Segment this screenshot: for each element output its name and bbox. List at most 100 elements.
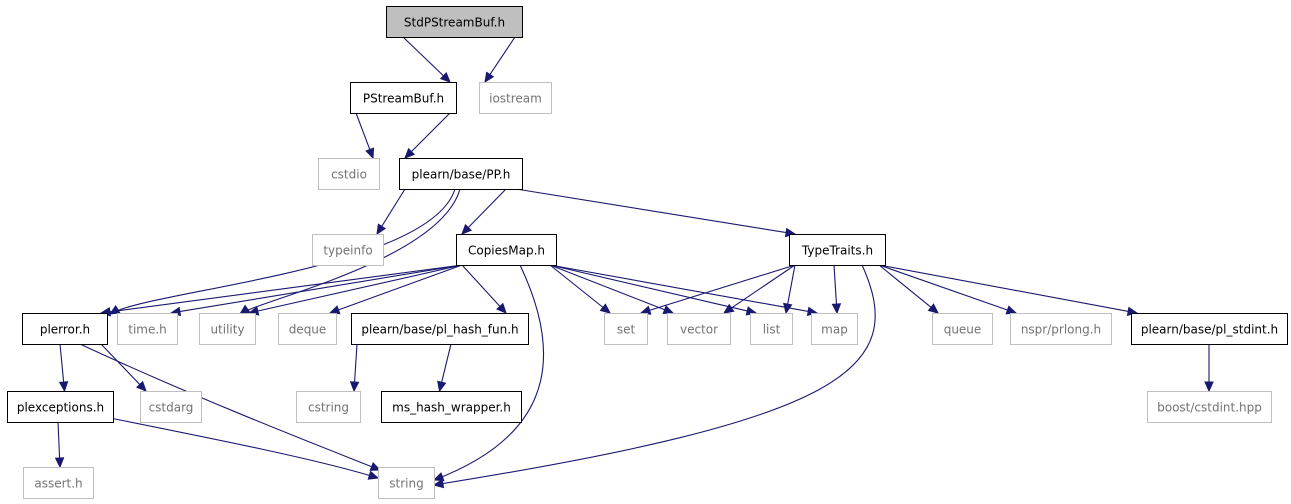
node-cstdint[interactable]: boost/cstdint.hpp [1147, 391, 1272, 423]
node-box [789, 234, 886, 266]
node-label: string [389, 477, 423, 491]
node-label: queue [944, 323, 982, 337]
node-vector[interactable]: vector [667, 313, 731, 345]
node-box [117, 313, 178, 345]
node-box [199, 313, 256, 345]
edges-layer [54, 36, 1214, 489]
node-box [667, 313, 731, 345]
node-label: cstring [308, 401, 349, 415]
node-label: plexceptions.h [17, 401, 104, 415]
node-label: time.h [128, 323, 167, 337]
edge-pp-to-typeinfo [376, 188, 406, 236]
node-label: utility [210, 323, 244, 337]
node-label: assert.h [34, 477, 82, 491]
node-hashfun[interactable]: plearn/base/pl_hash_fun.h [351, 313, 529, 345]
edge-plerror-to-string [79, 343, 382, 471]
node-box [351, 313, 529, 345]
edge-stdpstreambuf-to-iostream [484, 36, 516, 84]
node-list[interactable]: list [750, 313, 793, 345]
node-pp[interactable]: plearn/base/PP.h [399, 158, 523, 190]
node-plerror[interactable]: plerror.h [22, 313, 108, 345]
edge-pp-to-typetraits [515, 188, 797, 238]
node-box [479, 82, 552, 114]
node-box [381, 391, 522, 423]
edge-plerror-to-plexceptions [58, 343, 69, 393]
node-box [932, 313, 993, 345]
edge-hashfun-to-mshash [437, 343, 452, 393]
node-box [318, 158, 380, 190]
node-box [378, 467, 435, 499]
node-box [278, 313, 337, 345]
node-label: plearn/base/PP.h [412, 168, 511, 182]
edge-stdint-to-cstdint [1204, 344, 1214, 393]
node-utility[interactable]: utility [199, 313, 256, 345]
edge-pstreambuf-to-pp [404, 112, 451, 159]
node-box [604, 313, 648, 345]
node-assert[interactable]: assert.h [23, 467, 94, 499]
node-box [22, 313, 108, 345]
node-label: PStreamBuf.h [363, 92, 444, 106]
node-cstring[interactable]: cstring [296, 391, 361, 423]
node-typetraits[interactable]: TypeTraits.h [789, 234, 886, 266]
node-label: boost/cstdint.hpp [1157, 401, 1262, 415]
node-queue[interactable]: queue [932, 313, 993, 345]
node-box [1010, 313, 1112, 345]
node-label: list [763, 323, 781, 337]
node-box [811, 313, 858, 345]
node-box [456, 234, 557, 266]
node-cstdarg[interactable]: cstdarg [140, 391, 202, 423]
node-prlong[interactable]: nspr/prlong.h [1010, 313, 1112, 345]
edge-pp-to-copiesmap [461, 188, 507, 235]
node-label: plearn/base/pl_hash_fun.h [361, 323, 518, 337]
edge-plerror-to-cstdarg [100, 343, 147, 392]
node-plexceptions[interactable]: plexceptions.h [7, 391, 114, 423]
node-box [399, 158, 523, 190]
node-deque[interactable]: deque [278, 313, 337, 345]
node-pstreambuf[interactable]: PStreamBuf.h [350, 82, 457, 114]
node-stdint[interactable]: plearn/base/pl_stdint.h [1131, 313, 1288, 345]
edge-stdpstreambuf-to-pstreambuf [402, 36, 451, 83]
node-label: typeinfo [323, 244, 372, 258]
node-label: cstdarg [149, 401, 194, 415]
edge-copiesmap-to-string [432, 264, 545, 482]
edge-typetraits-to-vector [722, 264, 796, 314]
edge-copiesmap-to-plerror [99, 264, 463, 317]
edge-copiesmap-to-set [549, 264, 611, 314]
node-box [7, 391, 114, 423]
edge-copiesmap-to-map [549, 264, 819, 317]
edge-plexceptions-to-assert [54, 421, 65, 469]
edge-copiesmap-to-utility [247, 264, 463, 316]
node-box [750, 313, 793, 345]
node-box [350, 82, 457, 114]
node-box [1131, 313, 1288, 345]
node-stdpstreambuf[interactable]: StdPStreamBuf.h [386, 6, 523, 38]
node-box [1147, 391, 1272, 423]
node-label: vector [680, 323, 718, 337]
node-box [312, 234, 384, 266]
edge-typetraits-to-set [639, 264, 796, 315]
node-string[interactable]: string [378, 467, 435, 499]
node-mshash[interactable]: ms_hash_wrapper.h [381, 391, 522, 423]
node-label: nspr/prlong.h [1021, 323, 1101, 337]
node-typeinfo[interactable]: typeinfo [312, 234, 384, 266]
edge-typetraits-to-string [432, 264, 876, 489]
edge-typetraits-to-queue [878, 264, 939, 314]
edge-typetraits-to-prlong [878, 264, 1018, 315]
node-label: plerror.h [40, 323, 90, 337]
edge-copiesmap-to-time [169, 264, 463, 317]
node-box [296, 391, 361, 423]
node-map[interactable]: map [811, 313, 858, 345]
node-time[interactable]: time.h [117, 313, 178, 345]
node-label: deque [289, 323, 327, 337]
edge-copiesmap-to-hashfun [461, 264, 507, 314]
edge-pp-to-plerror [108, 188, 456, 315]
node-copiesmap[interactable]: CopiesMap.h [456, 234, 557, 266]
node-iostream[interactable]: iostream [479, 82, 552, 114]
edge-typetraits-to-map [831, 264, 842, 315]
node-label: set [617, 323, 636, 337]
node-set[interactable]: set [604, 313, 648, 345]
node-cstdio[interactable]: cstdio [318, 158, 380, 190]
node-label: plearn/base/pl_stdint.h [1141, 323, 1278, 337]
